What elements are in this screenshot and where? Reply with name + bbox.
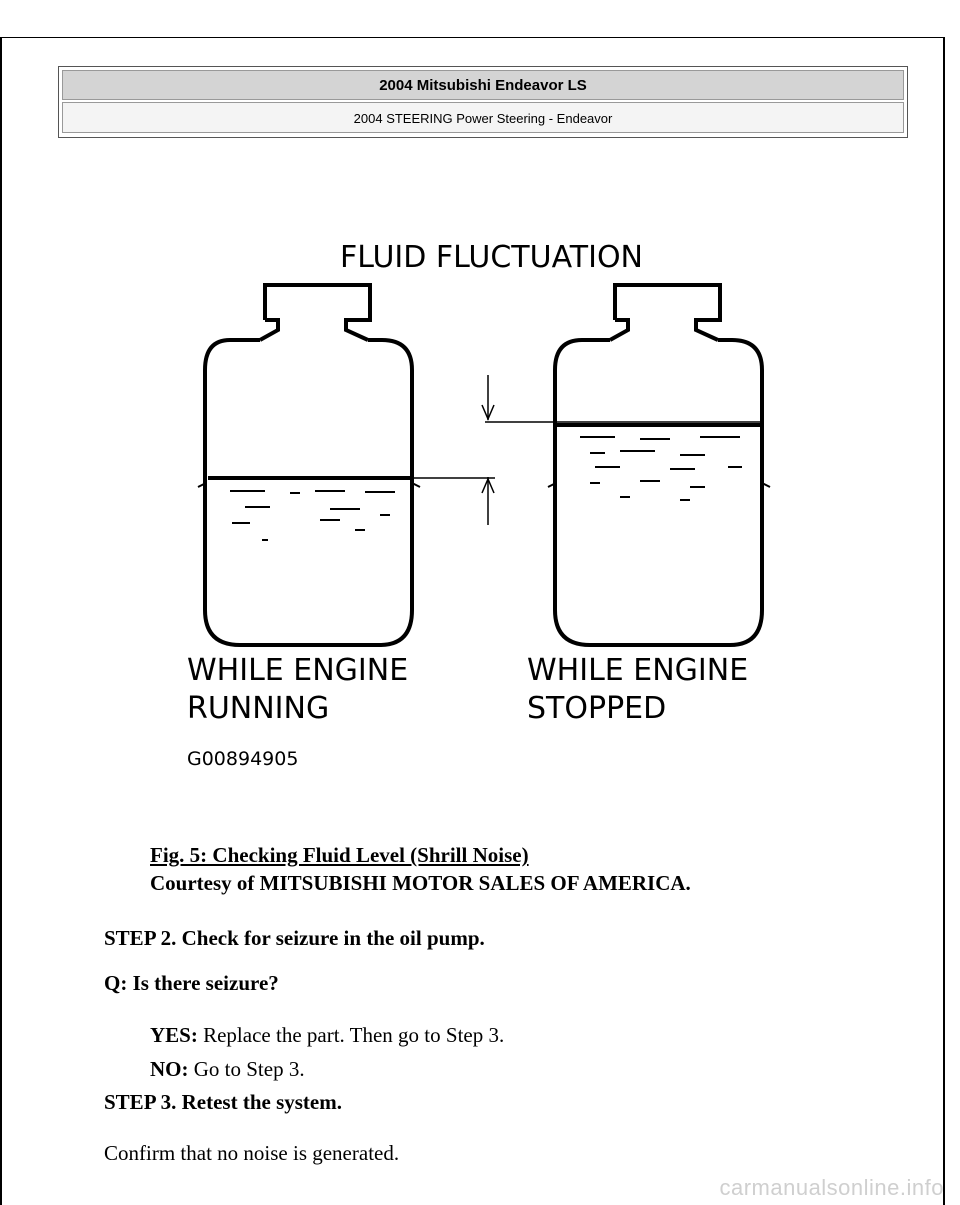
figure-caption: Fig. 5: Checking Fluid Level (Shrill Noi… bbox=[150, 841, 691, 897]
left-label-line1: WHILE ENGINE bbox=[187, 653, 408, 688]
left-fluid-marks bbox=[230, 490, 395, 541]
watermark: carmanualsonline.info bbox=[719, 1175, 944, 1200]
caption-courtesy: Courtesy of MITSUBISHI MOTOR SALES OF AM… bbox=[150, 871, 691, 895]
reservoir-diagram: FLUID FLUCTUATION bbox=[187, 240, 771, 770]
header-title: 2004 Mitsubishi Endeavor LS bbox=[62, 70, 904, 100]
yes-text: Replace the part. Then go to Step 3. bbox=[197, 1023, 505, 1047]
step-2-heading: STEP 2. Check for seizure in the oil pum… bbox=[104, 926, 485, 950]
document-header: 2004 Mitsubishi Endeavor LS 2004 STEERIN… bbox=[58, 66, 908, 138]
caption-title: Fig. 5: Checking Fluid Level (Shrill Noi… bbox=[150, 843, 529, 867]
header-subtitle: 2004 STEERING Power Steering - Endeavor bbox=[62, 102, 904, 133]
left-label-line2: RUNNING bbox=[187, 691, 329, 726]
step-3-heading: STEP 3. Retest the system. bbox=[104, 1090, 342, 1114]
page-border bbox=[0, 37, 945, 1205]
answer-no: NO: Go to Step 3. bbox=[150, 1056, 305, 1082]
question: Q: Is there seizure? bbox=[104, 971, 279, 995]
right-reservoir bbox=[481, 283, 771, 647]
no-text: Go to Step 3. bbox=[188, 1057, 305, 1081]
confirm-text: Confirm that no noise is generated. bbox=[104, 1141, 400, 1165]
no-label: NO: bbox=[150, 1057, 189, 1081]
right-label-line1: WHILE ENGINE bbox=[527, 653, 748, 688]
figure-code: G00894905 bbox=[187, 748, 298, 770]
right-fluid-marks bbox=[580, 436, 742, 501]
right-label-line2: STOPPED bbox=[527, 691, 666, 726]
yes-label: YES: bbox=[150, 1023, 198, 1047]
fluid-fluctuation-figure: FLUID FLUCTUATION bbox=[150, 225, 810, 785]
figure-heading: FLUID FLUCTUATION bbox=[340, 240, 643, 275]
left-reservoir bbox=[197, 283, 495, 647]
answer-yes: YES: Replace the part. Then go to Step 3… bbox=[150, 1022, 504, 1048]
